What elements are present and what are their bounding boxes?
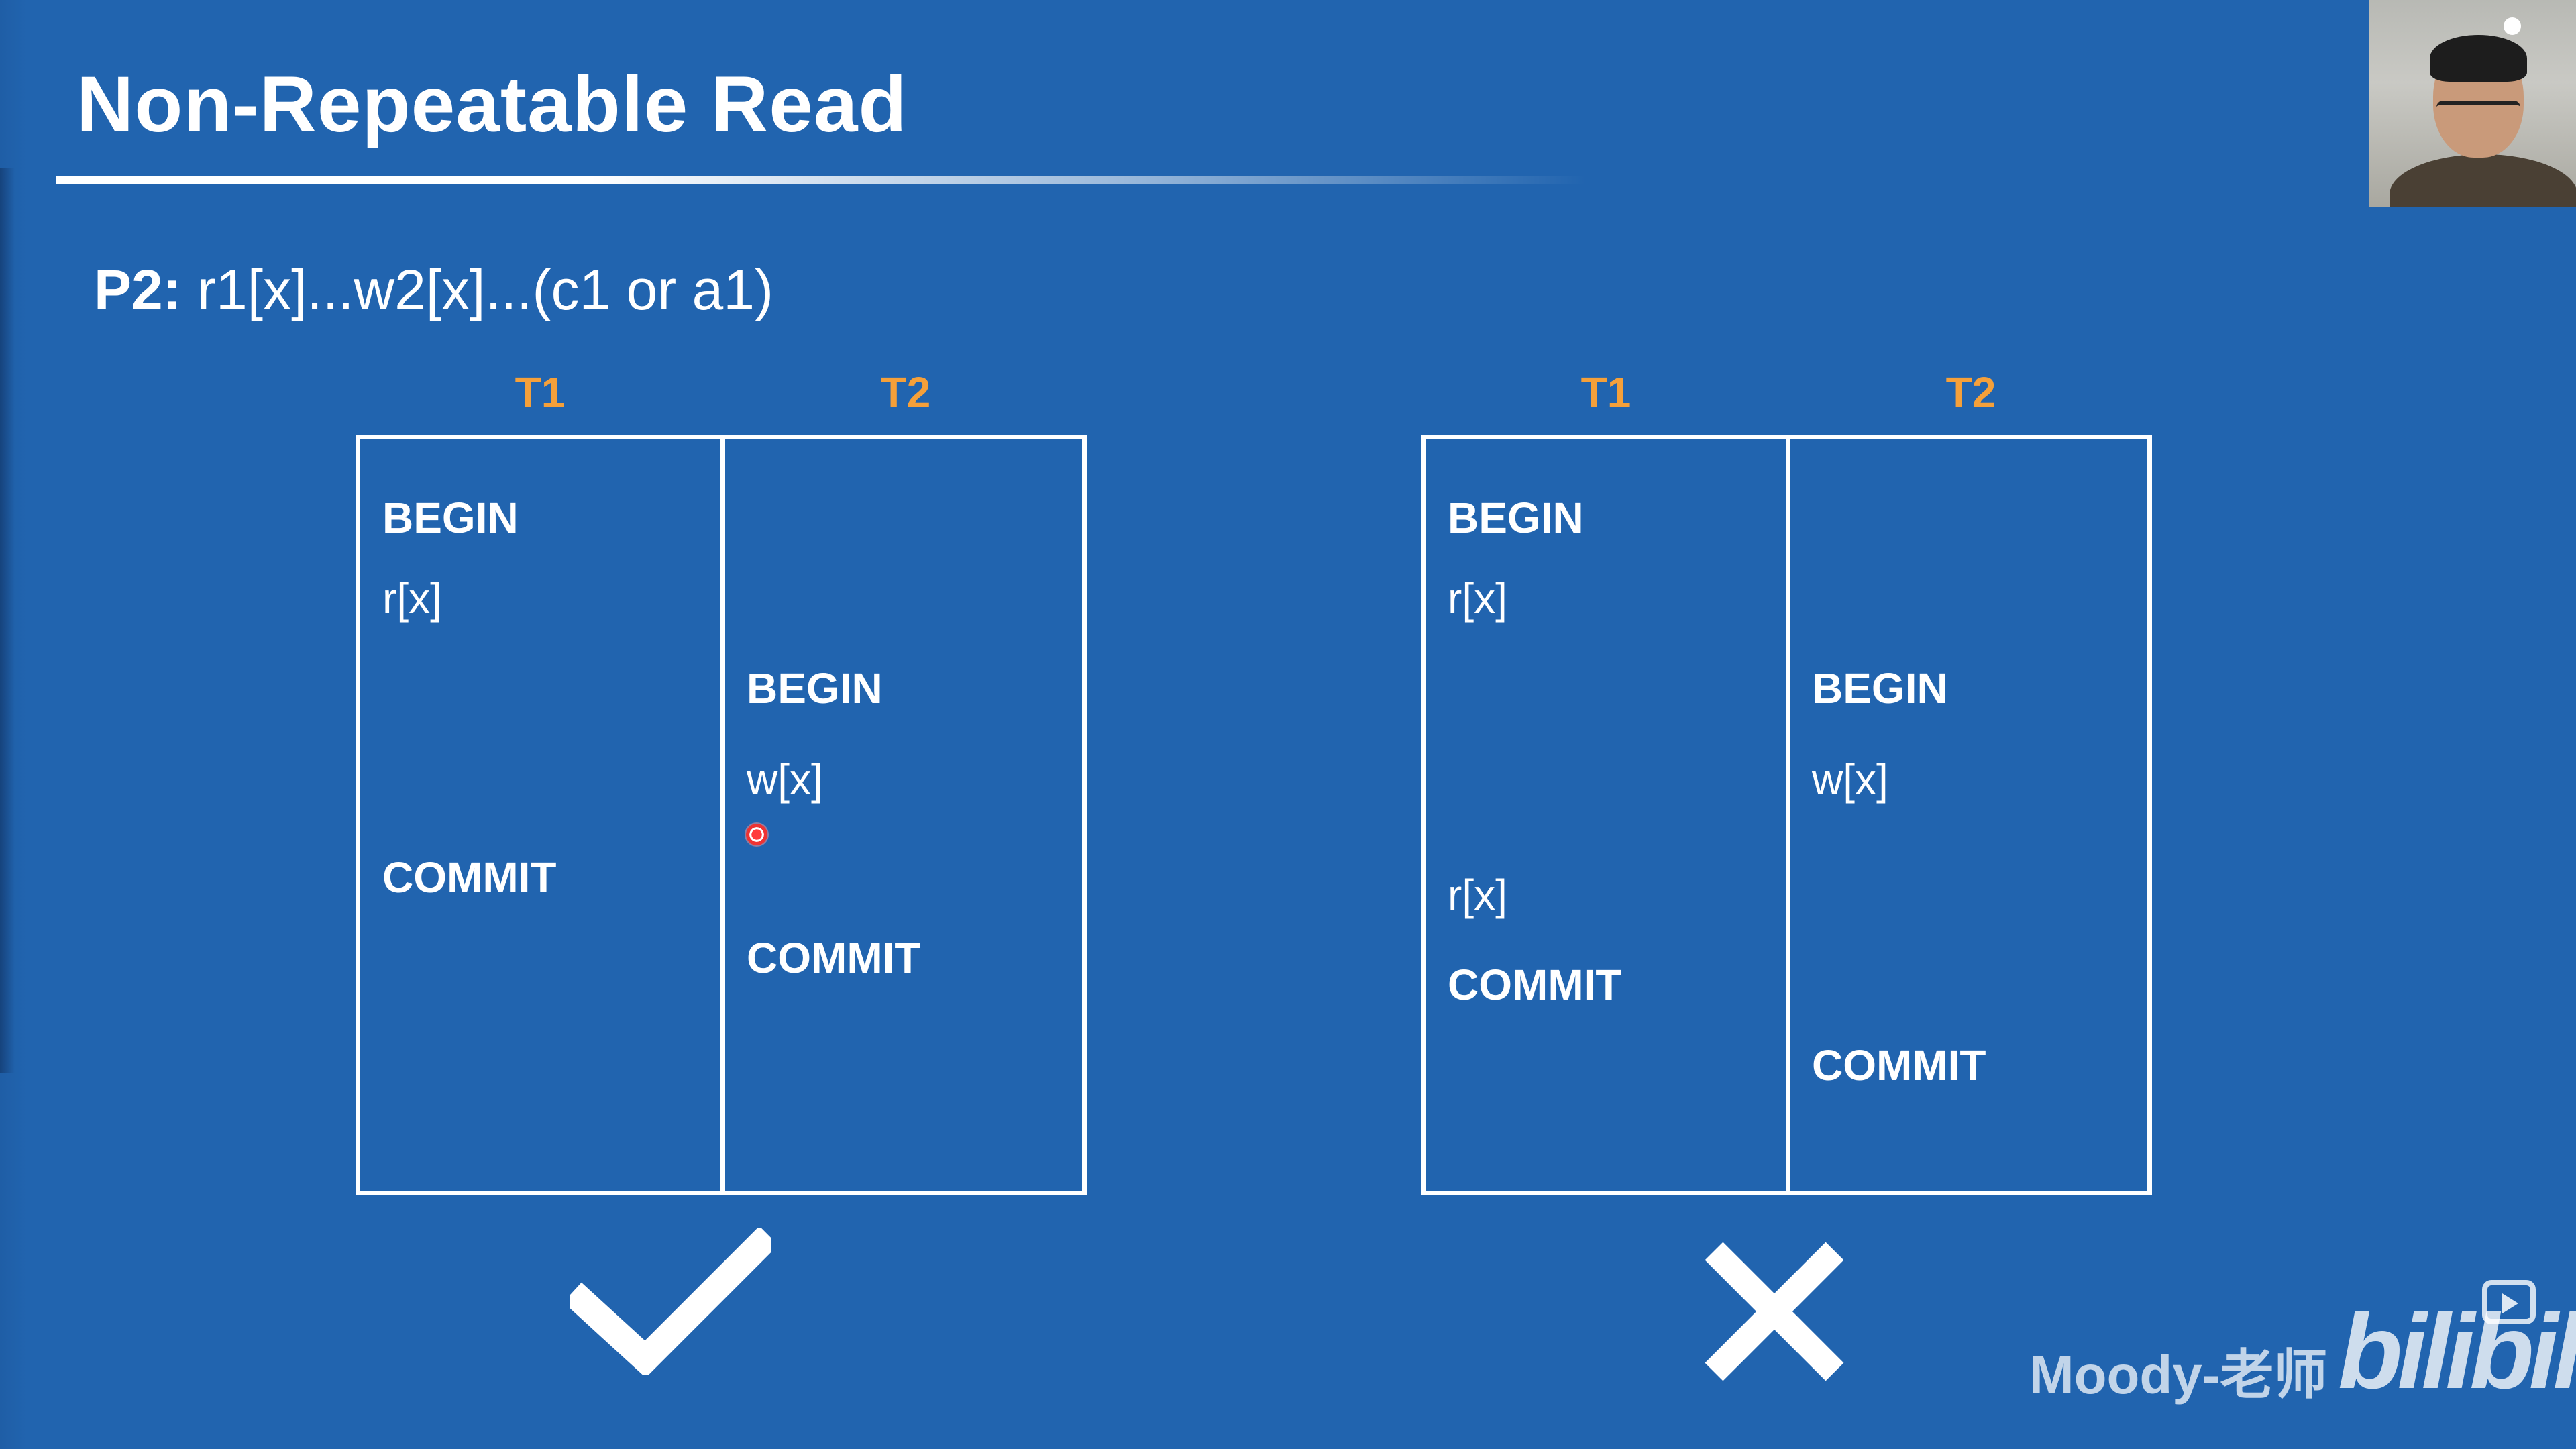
right-t1-second-read: r[x] — [1448, 871, 1507, 919]
right-t2-commit: COMMIT — [1812, 1041, 1986, 1089]
left-t2-write: w[x] — [747, 755, 823, 804]
left-t1-read: r[x] — [382, 574, 442, 623]
presenter-webcam — [2369, 0, 2576, 207]
presenter-hair — [2430, 35, 2527, 82]
bilibili-tv-icon — [2482, 1280, 2536, 1324]
cross-mark-icon — [1705, 1242, 1844, 1381]
title-underline — [56, 176, 1586, 184]
formula-expression: r1[x]...w2[x]...(c1 or a1) — [181, 258, 773, 321]
right-header-t2: T2 — [1945, 368, 1996, 417]
ceiling-light — [2504, 17, 2521, 35]
right-t1-read: r[x] — [1448, 574, 1507, 623]
right-header-t1: T1 — [1580, 368, 1631, 417]
bilibili-logo: bilibili — [2338, 1293, 2576, 1411]
column-divider — [720, 439, 725, 1191]
column-divider — [1786, 439, 1790, 1191]
author-watermark: Moody-老师 — [2029, 1345, 2328, 1405]
laser-pointer-cursor — [745, 822, 769, 847]
right-t2-write: w[x] — [1812, 755, 1888, 804]
left-t2-begin: BEGIN — [747, 664, 883, 712]
right-t1-begin: BEGIN — [1448, 494, 1584, 542]
left-schedule-table: BEGIN r[x] COMMIT BEGIN w[x] COMMIT — [356, 435, 1087, 1195]
check-mark-icon — [570, 1228, 771, 1375]
left-t2-commit: COMMIT — [747, 934, 921, 982]
left-header-t1: T1 — [515, 368, 566, 417]
right-t1-commit: COMMIT — [1448, 961, 1622, 1009]
anomaly-formula: P2: r1[x]...w2[x]...(c1 or a1) — [94, 258, 773, 323]
right-t2-begin: BEGIN — [1812, 664, 1948, 712]
presenter-body — [2390, 154, 2576, 207]
right-schedule-table: BEGIN r[x] r[x] COMMIT BEGIN w[x] COMMIT — [1421, 435, 2152, 1195]
slide-title: Non-Repeatable Read — [76, 60, 908, 149]
left-t1-commit: COMMIT — [382, 853, 557, 902]
formula-label: P2: — [94, 258, 182, 321]
slide-edge-shadow — [0, 168, 15, 1073]
left-header-t2: T2 — [880, 368, 931, 417]
left-t1-begin: BEGIN — [382, 494, 519, 542]
presenter-glasses — [2436, 101, 2520, 123]
